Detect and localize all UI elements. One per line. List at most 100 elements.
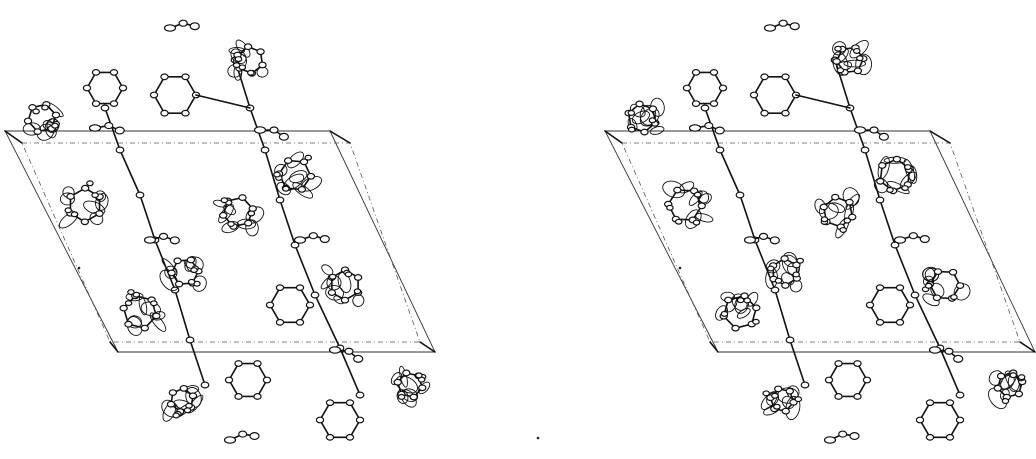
stereo-view-right <box>604 19 1036 444</box>
atom <box>282 185 290 192</box>
disordered-ring-contour <box>292 182 314 199</box>
carbon-atom <box>724 296 733 304</box>
carbon-atom <box>95 210 104 217</box>
bond <box>879 199 896 246</box>
atom <box>328 346 342 354</box>
disordered-ring-contour <box>631 110 650 125</box>
carbon-atom <box>353 274 363 281</box>
atom <box>666 204 674 211</box>
bond <box>704 107 721 151</box>
carbon-atom <box>635 100 644 108</box>
carbon-atom <box>892 155 902 163</box>
atom <box>714 126 725 135</box>
atom <box>232 62 241 69</box>
atom <box>227 220 235 227</box>
carbon-atom <box>648 105 658 113</box>
disordered-ring-contour <box>287 151 304 169</box>
carbon-atom <box>82 84 92 92</box>
atom <box>843 217 852 224</box>
carbon-atom <box>1014 390 1024 398</box>
carbon-atom <box>932 294 942 302</box>
disordered-ring-contour <box>289 170 308 184</box>
carbon-atom <box>140 324 149 332</box>
unit-cell-back-edge <box>621 142 1021 343</box>
carbon-atom <box>865 301 875 309</box>
carbon-atom <box>832 58 841 65</box>
stereo-view-left <box>4 19 436 444</box>
phenyl-ring-bond <box>919 401 961 439</box>
carbon-atom <box>845 198 854 206</box>
carbon-atom <box>168 389 178 397</box>
atom <box>743 236 757 244</box>
atom <box>293 236 307 244</box>
stray-dot <box>536 436 540 440</box>
atom <box>792 271 800 278</box>
atom <box>124 300 133 307</box>
carbon-atom <box>66 193 75 200</box>
disordered-ring-contour <box>151 311 166 321</box>
carbon-atom <box>355 416 365 424</box>
atom <box>627 109 636 116</box>
atom <box>1009 372 1018 379</box>
bond <box>329 130 351 144</box>
carbon-atom <box>258 61 267 69</box>
atom <box>869 126 879 134</box>
carbon-atom <box>853 360 862 367</box>
carbon-atom <box>853 67 863 75</box>
carbon-atom <box>325 433 335 441</box>
disordered-ring-contour <box>223 204 236 216</box>
carbon-atom <box>109 69 119 76</box>
atom <box>950 294 958 301</box>
atom <box>766 265 775 272</box>
carbon-atom <box>781 109 790 117</box>
disordered-ring-contour <box>649 126 665 135</box>
carbon-atom <box>243 43 253 51</box>
carbon-atom <box>752 304 761 312</box>
atom <box>353 354 364 363</box>
atom <box>893 236 907 244</box>
atom <box>158 232 169 240</box>
carbon-atom <box>785 387 794 395</box>
disordered-ring-contour <box>236 218 256 230</box>
atom <box>310 291 320 299</box>
unit-cell-edge <box>4 130 436 353</box>
atom <box>127 289 135 296</box>
atom <box>104 121 114 130</box>
carbon-atom <box>224 376 234 384</box>
atom <box>150 300 158 307</box>
carbon-atom <box>925 433 935 441</box>
carbon-atom <box>781 282 790 289</box>
carbon-atom <box>993 384 1003 392</box>
carbon-atom <box>834 393 843 400</box>
atom <box>688 124 702 132</box>
atom <box>253 126 267 134</box>
atom <box>715 146 725 154</box>
carbon-atom <box>848 213 857 221</box>
atom <box>720 310 729 317</box>
phenyl-ring-bond <box>686 71 724 105</box>
carbon-atom <box>709 100 719 107</box>
carbon-atom <box>781 73 790 81</box>
atom <box>785 336 795 344</box>
bond <box>604 130 623 144</box>
atom <box>839 226 847 233</box>
carbon-atom <box>945 399 955 407</box>
atom <box>823 436 837 444</box>
atom <box>955 391 965 399</box>
carbon-atom <box>238 194 247 201</box>
bond <box>189 339 206 386</box>
atom <box>904 164 912 171</box>
atom <box>627 126 636 133</box>
atom <box>269 126 279 134</box>
carbon-atom <box>186 256 196 264</box>
carbon-atom <box>295 284 305 292</box>
disordered-ring-contour <box>59 192 76 206</box>
carbon-atom <box>234 393 243 400</box>
bond <box>774 289 791 341</box>
bond <box>174 289 191 341</box>
disordered-ring-contour <box>785 395 801 421</box>
carbon-atom <box>718 84 728 92</box>
atom <box>770 286 780 294</box>
atom <box>344 271 353 278</box>
